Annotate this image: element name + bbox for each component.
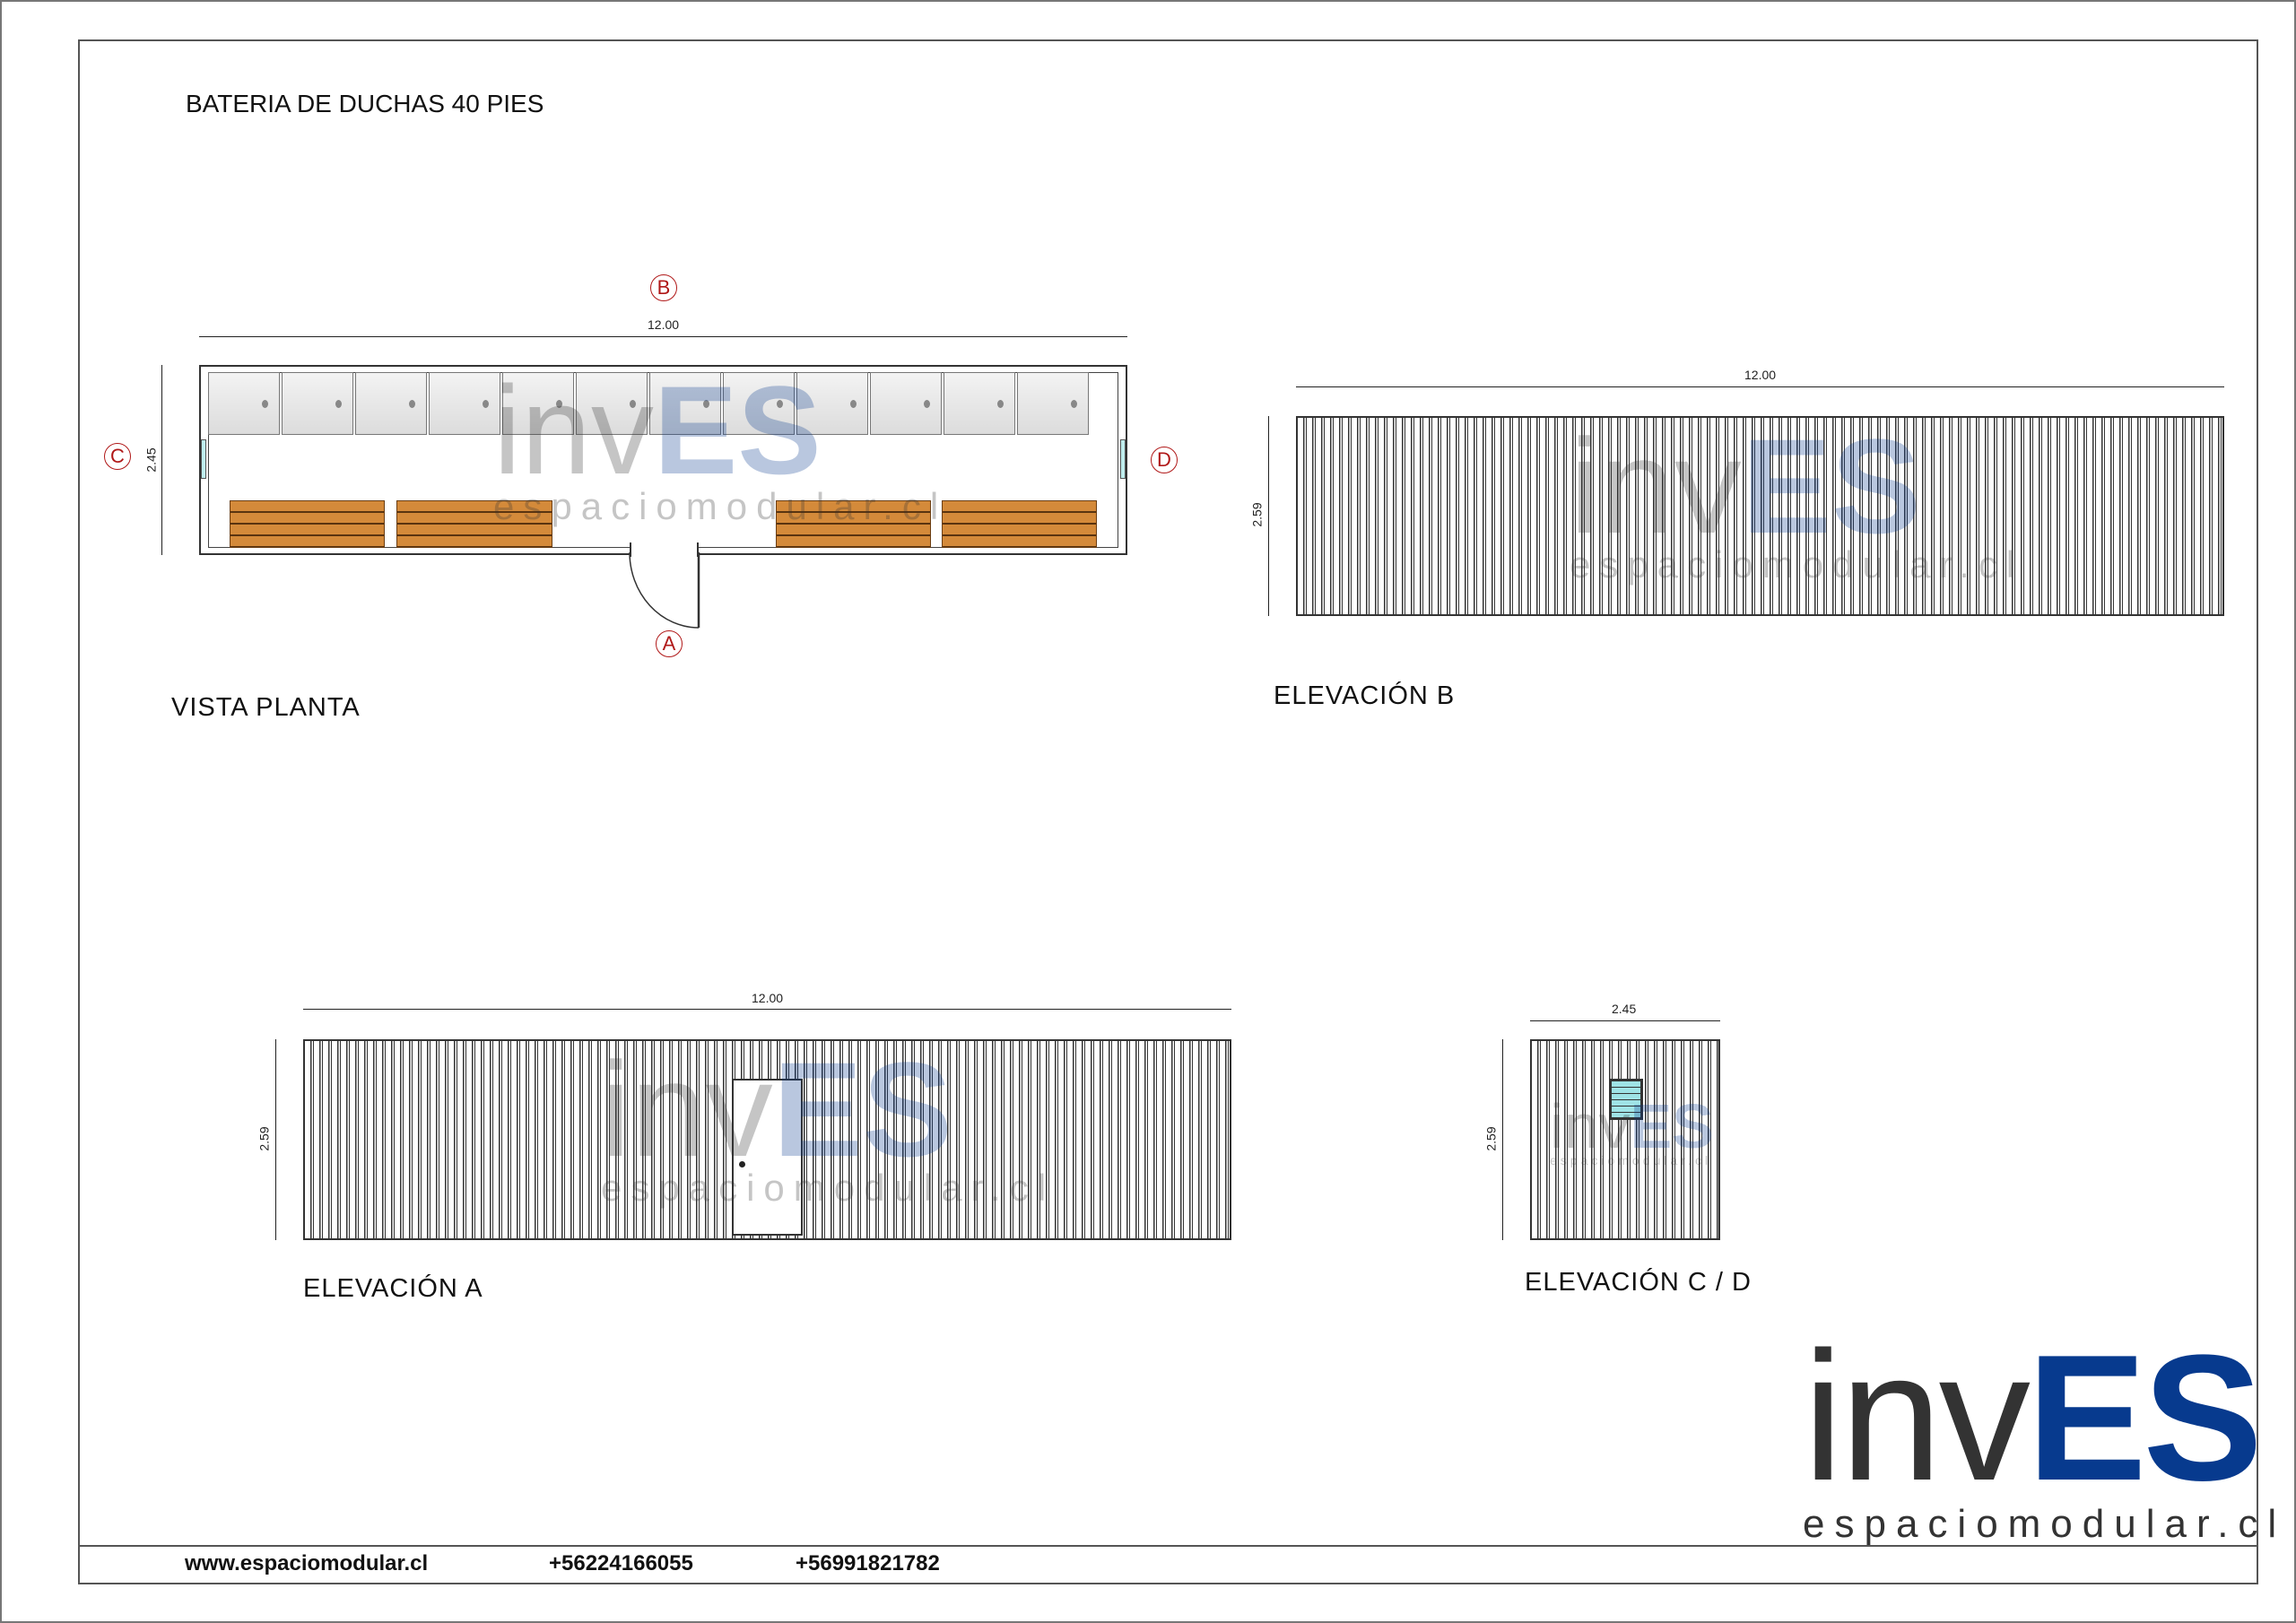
- footer-phone-2: +56991821782: [796, 1551, 940, 1575]
- elev-a-height-dim: 2.59: [257, 1126, 272, 1151]
- shower-tray: [502, 372, 574, 435]
- shower-tray: [870, 372, 942, 435]
- marker-b: B: [650, 274, 677, 301]
- door-opening: [630, 542, 699, 557]
- dim-line: [1530, 1020, 1720, 1021]
- window: [1120, 439, 1126, 479]
- marker-d: D: [1151, 447, 1178, 473]
- bench: [942, 500, 1097, 548]
- logo-text-inv: inv: [1803, 1314, 2031, 1519]
- corrugated-wall: [1530, 1039, 1720, 1240]
- shower-tray: [208, 372, 280, 435]
- dim-line: [1268, 416, 1269, 616]
- window: [201, 439, 206, 479]
- bench: [230, 500, 385, 548]
- shower-tray: [429, 372, 500, 435]
- dim-line: [161, 365, 162, 555]
- footer-website[interactable]: www.espaciomodular.cl: [185, 1551, 429, 1575]
- shower-tray: [796, 372, 868, 435]
- corrugated-wall: [1296, 416, 2224, 616]
- shower-tray: [944, 372, 1015, 435]
- shower-tray: [355, 372, 427, 435]
- footer-divider: [78, 1545, 2258, 1547]
- door-swing: [629, 551, 700, 629]
- shower-tray: [723, 372, 795, 435]
- shower-tray: [576, 372, 648, 435]
- elev-b-height-dim: 2.59: [1249, 502, 1265, 527]
- drawing-title: BATERIA DE DUCHAS 40 PIES: [186, 90, 544, 117]
- elev-b-width-dim: 12.00: [1744, 368, 1777, 382]
- bench: [396, 500, 552, 548]
- bench: [776, 500, 931, 548]
- logo-subtitle: espaciomodular.cl: [1803, 1502, 2287, 1546]
- dim-line: [275, 1039, 276, 1240]
- elev-a-label: ELEVACIÓN A: [303, 1274, 483, 1303]
- elev-cd-label: ELEVACIÓN C / D: [1525, 1268, 1752, 1297]
- footer-phone-1: +56224166055: [549, 1551, 693, 1575]
- drawing-frame: [78, 39, 2258, 1584]
- marker-a: A: [656, 630, 683, 657]
- door: [732, 1079, 803, 1236]
- logo-text-es: ES: [2027, 1318, 2263, 1518]
- shower-tray: [282, 372, 353, 435]
- shower-tray: [649, 372, 721, 435]
- dim-line: [1502, 1039, 1503, 1240]
- dim-line: [199, 336, 1127, 337]
- plan-depth-dim: 2.45: [144, 447, 159, 473]
- shower-tray: [1017, 372, 1089, 435]
- dim-line: [303, 1009, 1231, 1010]
- window: [1609, 1079, 1643, 1120]
- elev-cd-width-dim: 2.45: [1612, 1002, 1637, 1016]
- elev-cd-height-dim: 2.59: [1483, 1126, 1499, 1151]
- dim-line: [1296, 386, 2224, 387]
- plan-label: VISTA PLANTA: [171, 693, 361, 722]
- company-logo: invES espaciomodular.cl: [1803, 1324, 2287, 1546]
- elev-b-label: ELEVACIÓN B: [1274, 681, 1456, 710]
- plan-width-dim: 12.00: [648, 317, 680, 332]
- elev-a-width-dim: 12.00: [752, 991, 784, 1005]
- marker-c: C: [104, 443, 131, 470]
